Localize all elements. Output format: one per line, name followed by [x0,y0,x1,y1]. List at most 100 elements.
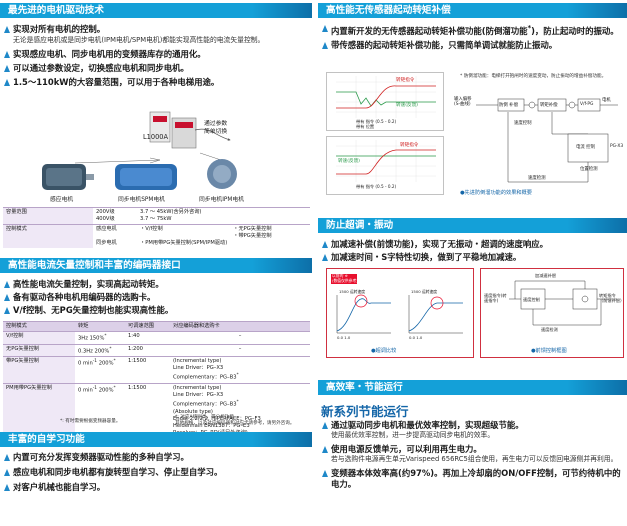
feedforward-svg [509,280,617,326]
graph-top-legend1: 转速(反馈) [396,103,418,108]
graph-top-torque-line [336,85,436,109]
table-cell: ・V/f控制・PM用带PG矢量控制(SPM/IPM驱动) [137,224,231,248]
bullet-autotune-types: 感应电机和同步电机都有旋转型自学习、停止型自学习。 [0,467,312,478]
rollback-block-diagram: * 防倒溜功能：电梯打开抱闸时的速度变动，防止振动的增益补偿功能。 输入偏移(S… [448,72,626,196]
bullet-all-motors: 实现对所有电机的控制。 [0,24,312,35]
spm-motor-body [120,168,172,186]
bullet-switch: 可以通过参数设定，切换感应电机和同步电机。 [0,63,312,74]
motor-label-spm: 同步电机SPM电机 [118,197,165,203]
table-header-row: 控制模式 转矩 可调速范围 对应编码器和选购卡 [3,321,310,332]
table-cell: 1:1500 [125,356,170,384]
chart2-xlabel: 0.0 1.0 [409,335,423,340]
table-cell: 控制模式 [3,224,93,248]
torque-comp-bullets: 内置新开发的无传感器起动转矩补偿功能(防倒溜功能*)，防止起动时的振动。 带传感… [318,23,627,51]
diagram-sum-node [528,101,536,109]
table-cell: PM用带PG矢量控制 [3,383,75,438]
diagram-svg [476,98,618,183]
bullet-triangle-icon [322,446,328,453]
chart2-axes [408,295,463,334]
feedforward-caption: ●前馈控制框图 [531,348,567,354]
ipm-motor-hub [213,165,231,183]
bullet-sensor-comp: 带传感器的起动转矩补偿功能，只需简单调试就能防止振动。 [318,40,627,51]
ff-label-speed: 速度控制 [523,297,540,302]
chart1-xlabel: 0.0 1.0 [337,335,351,340]
diagram-label-current: 电流 控制 [576,145,595,150]
bullet-triangle-icon [4,281,10,288]
feedforward-box: 速度指令(转速指令) 速度控制 转矩指令（前馈补偿） 加减速补偿 速度检测 ●前… [480,268,624,358]
table-cell: 带PG矢量控制 [3,356,75,384]
overshoot-bullets: 加减速补偿(前馈功能)，实现了无振动・超调的速度响应。 加减速时间・S字特性切换… [318,239,627,263]
bullet-rollback: 内置新开发的无传感器起动转矩补偿功能(防倒溜功能*)，防止起动时的振动。 [318,23,627,37]
bullet-triangle-icon [4,307,10,314]
bullet-triangle-icon [322,254,328,261]
diagram-block-torque [537,98,567,112]
switch-arrow [194,128,231,141]
bullet-triangle-icon [4,469,10,476]
graphs-svg [326,72,444,195]
inverter-front-panel-2 [175,122,193,128]
overshoot-svg [331,274,463,334]
bullet-triangle-icon [4,484,10,491]
bullet-autotune-machine: 对客户机械也能自学习。 [0,482,312,493]
graph-top-xlabel2: 带有 位置 [356,124,375,129]
bullet-triangle-icon [322,422,328,429]
chart2-line [408,302,463,332]
table-row: V/f控制 3Hz 150%* 1:40 – [3,331,310,345]
table-cell: 感应电机同步电机 [93,224,137,248]
diagram-label-torque: 转矩补偿 [540,103,558,108]
energy-saving-heading: 新系列节能运行 [321,404,409,419]
section-header-autotuning: 丰富的自学习功能 [0,432,312,447]
graph-bottom-xlabel: 带有 指令 (0.5 - 0.2) [356,184,397,189]
vector-bullets: 高性能电流矢量控制，实现高起动转矩。 备有驱动各种电机用编码器的选购卡。 V/f… [0,279,312,316]
bullet-feedforward: 加减速补偿(前馈功能)，实现了无振动・超调的速度响应。 [318,239,627,250]
table-cell: – [170,343,310,357]
bullet-high-torque: 高性能电流矢量控制，实现高起动转矩。 [0,279,312,290]
ff-lines [509,280,617,326]
table-note-left: *: 有时需要根据变频器容量。 [60,419,121,424]
ff-label-feedback: 速度检测 [541,327,558,332]
bullet-triangle-icon [4,51,10,58]
bullet-encoder-cards: 备有驱动各种电机用编码器的选购卡。 [0,292,312,303]
table-cell: 3Hz 150%* [75,331,125,345]
table-cell: – [170,331,310,345]
diagram-label-encoder: PG-X3 [610,144,624,149]
table-header: 可调速范围 [125,321,170,332]
diagram-label-vf: V/f-PG [580,102,594,107]
encoder-table: 控制模式 转矩 可调速范围 对应编码器和选购卡 V/f控制 3Hz 150%* … [3,321,310,438]
table-cell: 0 min-1 200%* [75,383,125,438]
diagram-block-rollback [497,98,525,112]
table-cell: 无PG矢量控制 [3,343,75,357]
motor-label-ipm: 同步电机IPM电机 [199,197,244,203]
table-cell: 1:200 [125,343,170,357]
table-row: 无PG矢量控制 0.3Hz 200%* 1:200 – [3,343,310,357]
bullet-triangle-icon [4,79,10,86]
switch-note: 通过参数简单切换 [204,121,228,135]
bullet-scurve: 加减速时间・S字特性切换，做到了平稳地加减速。 [318,252,627,263]
ff-label-comp: 加减速补偿 [535,273,556,278]
efficiency-bullets: 通过驱动同步电机和最优效率控制，实现超级节能。 使用最优效率控制，进一步提高驱动… [318,420,627,490]
table-note-right: †: 对应A级别类，带分析功能。其他规格，以及对应编码器和对应卡请参考，请另外咨… [175,415,295,426]
rollback-footnote: * 防倒溜功能：电梯打开抱闸时的速度变动，防止振动的增益补偿功能。 [460,74,607,79]
table-cell: V/f控制 [3,331,75,345]
comparison-graphs: 转速(反馈) 转矩指令 带有 指令 (0.5 - 0.2) 带有 位置 转速(反… [326,72,444,196]
overshoot-tag [331,274,357,284]
graph-top-xlabel: 带有 指令 (0.5 - 0.2) [356,119,397,124]
graph-bottom-legend1: 转速(反馈) [338,159,360,164]
graph-bottom-torque-line [336,149,436,175]
chart1-ylabel: 1500 运转速度 [339,289,366,294]
diagram-input: 输入偏移(S-曲线) [454,97,472,107]
bullet-range: 1.5～110kW的大容量范围，可以用于各种电梯用途。 [0,77,312,88]
bullet-triangle-icon [4,65,10,72]
diagram-sum-node [568,101,576,109]
graph-bottom-legend2: 转矩指令 [400,143,419,148]
chart1-axes [336,295,391,334]
autotuning-bullets: 内置可充分发挥变频器驱动性能的多种自学习。 感应电机和同步电机都有旋转型自学习、… [0,452,312,493]
chart2-mark [430,296,444,310]
diagram-label-position: 位置检测 [580,167,598,172]
ff-block-speed [520,288,546,310]
table-cell: 容量范围 [3,207,93,225]
bullet-triangle-icon [4,454,10,461]
